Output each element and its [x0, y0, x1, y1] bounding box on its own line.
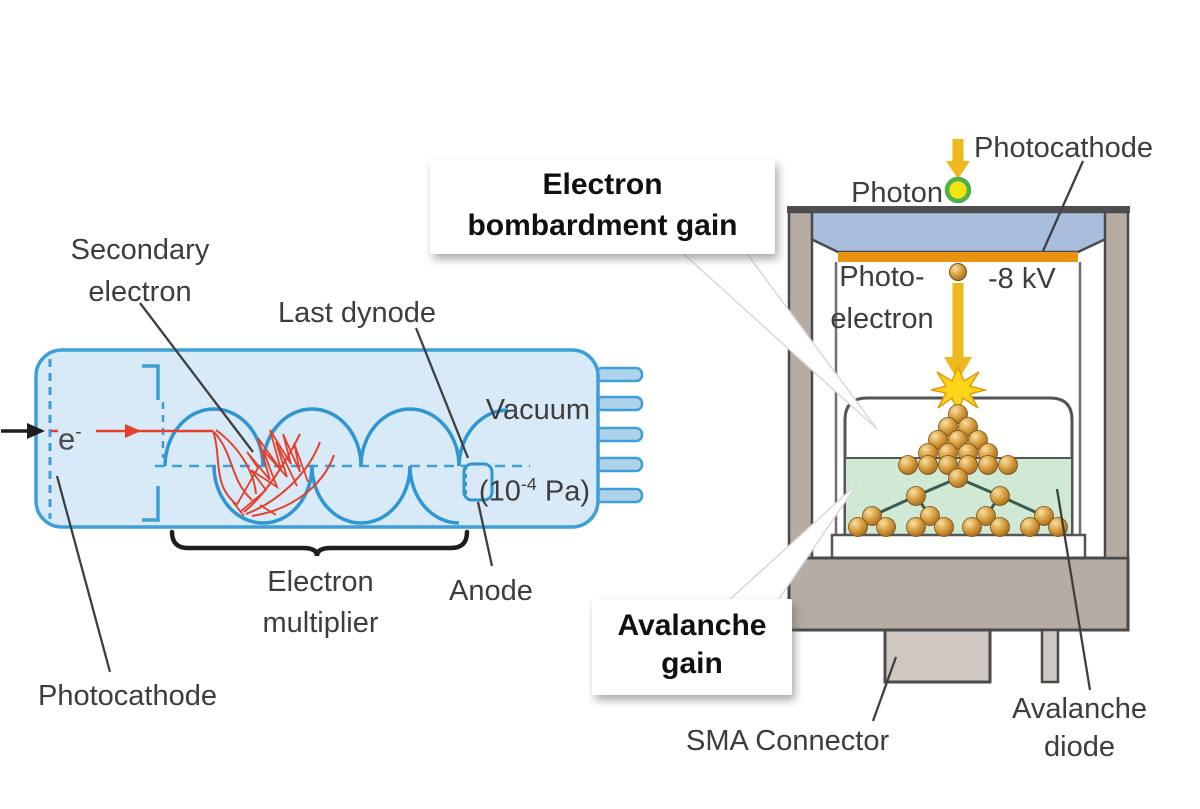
- photoelectron-ball: [949, 263, 967, 281]
- hpd-top-bar: [787, 206, 1130, 213]
- photo-electron-label: Photo- electron: [830, 261, 934, 335]
- electron-arrowhead: [125, 424, 141, 438]
- pmt-tube-group: [1, 302, 644, 673]
- electron-symbol: e: [58, 421, 76, 457]
- photon-arrow: [946, 139, 970, 179]
- hpd-window: [788, 210, 1129, 254]
- vacuum-title: Vacuum: [485, 394, 590, 426]
- secondary-electron-label: Secondary electron: [70, 234, 210, 308]
- hpd-base: [787, 556, 1130, 632]
- light-entry-arrow: [1, 423, 45, 439]
- photon-circle: [944, 176, 972, 204]
- hpd-group: [674, 139, 1130, 722]
- electron-bombardment-gain-callout: Electron bombardment gain: [430, 160, 775, 254]
- bias-pin: [1040, 628, 1060, 684]
- vacuum-exponent: -4: [520, 474, 537, 494]
- hpd-wall-right: [1103, 210, 1130, 560]
- anode-shape: [462, 462, 494, 502]
- photocathode-label-right: Photocathode: [974, 132, 1153, 164]
- photocathode-label-left: Photocathode: [38, 680, 217, 712]
- anode-label: Anode: [449, 575, 533, 607]
- hpd-leader-lines: [871, 160, 1092, 722]
- vacuum-unit: Pa): [536, 475, 590, 508]
- electron-trajectory-red: [51, 429, 335, 517]
- electron-multiplier-brace: [169, 529, 470, 557]
- pmt-leader-lines: [55, 302, 494, 673]
- voltage-label: -8 kV: [988, 263, 1056, 295]
- electron-symbol-label: e-: [58, 413, 82, 459]
- photon-label: Photon: [851, 177, 943, 209]
- hpd-photocathode-bar: [838, 252, 1078, 262]
- avalanche-diode-label: Avalanche diode: [1012, 693, 1147, 763]
- pmt-pins: [594, 366, 644, 504]
- vacuum-label: Vacuum (10-4 Pa): [438, 355, 590, 548]
- dynode-arcs: [163, 407, 509, 525]
- electron-multiplier-label: Electron multiplier: [262, 566, 379, 639]
- avalanche-gain-callout: Avalanche gain: [592, 599, 792, 695]
- pedestal: [830, 533, 1087, 560]
- focusing-electrode: [142, 364, 160, 522]
- last-dynode-label: Last dynode: [278, 297, 437, 329]
- sma-connector-label: SMA Connector: [686, 725, 890, 757]
- sma-connector-shape: [883, 628, 992, 684]
- electron-charge-sup: -: [75, 422, 82, 443]
- vacuum-base: (10: [478, 475, 521, 508]
- avalanche-tree: [848, 468, 1068, 537]
- pmt-envelope: [34, 348, 600, 529]
- hpd-wall-left: [787, 210, 814, 560]
